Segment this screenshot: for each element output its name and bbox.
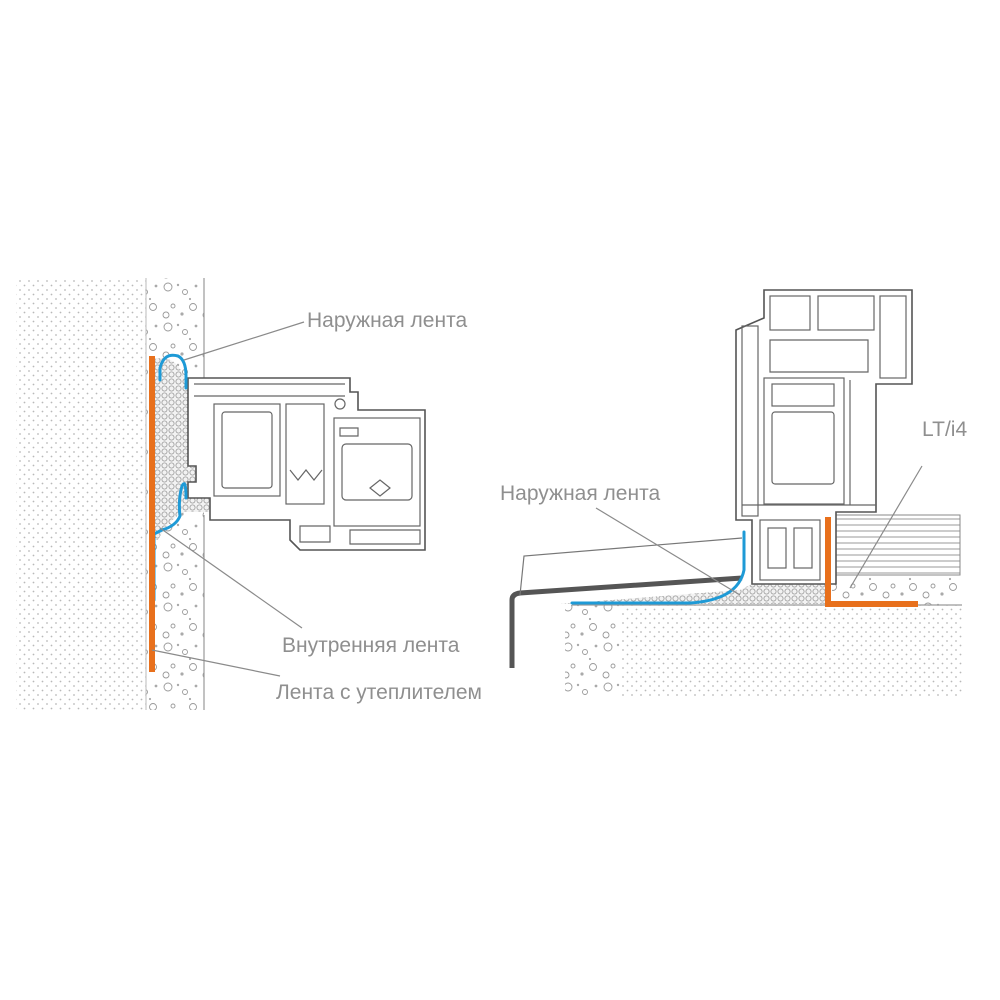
label-left-outer-tape: Наружная лента <box>307 309 467 332</box>
leader-right-outer <box>595 507 741 596</box>
leader-right-lt-i4 <box>849 465 923 589</box>
right-outer-tape <box>570 530 746 605</box>
right-gravel-bed <box>832 575 960 605</box>
right-wall <box>572 605 962 697</box>
right-view: Наружная лента LT/i4 <box>500 289 967 697</box>
left-outer-tape <box>158 353 188 390</box>
left-view: Наружная лента Внутренняя лента Лента с … <box>16 278 482 710</box>
label-right-lt-i4: LT/i4 <box>922 418 967 441</box>
right-foam-fill <box>560 584 828 604</box>
right-window-profile <box>735 289 913 585</box>
right-interior-sill <box>827 514 961 576</box>
label-right-outer-tape: Наружная лента <box>500 482 660 505</box>
leader-left-insulated <box>151 649 281 677</box>
left-window-profile <box>187 377 426 551</box>
leader-left-outer <box>183 321 305 361</box>
right-gravel-band <box>565 605 620 697</box>
leader-left-inner <box>159 527 303 629</box>
label-left-insulated-tape: Лента с утеплителем <box>276 681 482 704</box>
right-lt-i4-tape <box>825 517 918 607</box>
label-left-inner-tape: Внутренняя лента <box>282 634 460 657</box>
left-inner-tape <box>152 482 188 602</box>
left-wall <box>16 278 146 710</box>
